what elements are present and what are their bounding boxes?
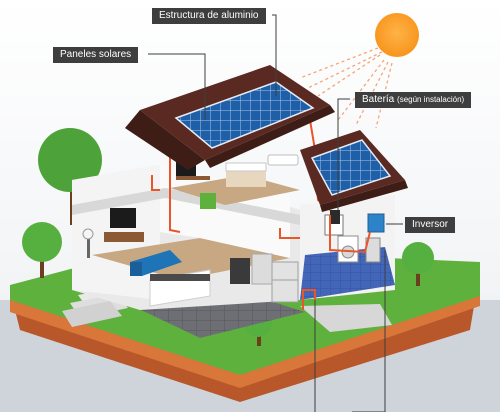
- battery-unit: [330, 210, 340, 224]
- label-aluminum-structure-text: Estructura de aluminio: [159, 10, 259, 21]
- sun-icon: [375, 13, 419, 57]
- tree-left-front: [22, 222, 62, 278]
- label-solar-panels-text: Paneles solares: [60, 49, 132, 60]
- label-inverter-text: Inversor: [412, 219, 449, 230]
- label-battery: Batería (según instalación): [355, 92, 472, 108]
- label-battery-note: (según instalación): [397, 95, 465, 104]
- sun-rays: [299, 47, 393, 129]
- tree-right: [402, 242, 434, 286]
- label-solar-panels: Paneles solares: [53, 47, 139, 63]
- label-inverter: Inversor: [405, 217, 456, 233]
- living-room: [82, 208, 182, 276]
- leader-lines: [148, 14, 403, 412]
- house-right-wing: [300, 195, 395, 300]
- label-aluminum-structure: Estructura de aluminio: [152, 8, 266, 24]
- inverter-unit: [367, 213, 385, 233]
- solar-panels-main[interactable]: [174, 81, 315, 149]
- kitchen: [149, 253, 299, 307]
- label-battery-text: Batería: [362, 94, 395, 105]
- bedroom: [225, 154, 299, 187]
- solar-panels-right[interactable]: [310, 139, 392, 196]
